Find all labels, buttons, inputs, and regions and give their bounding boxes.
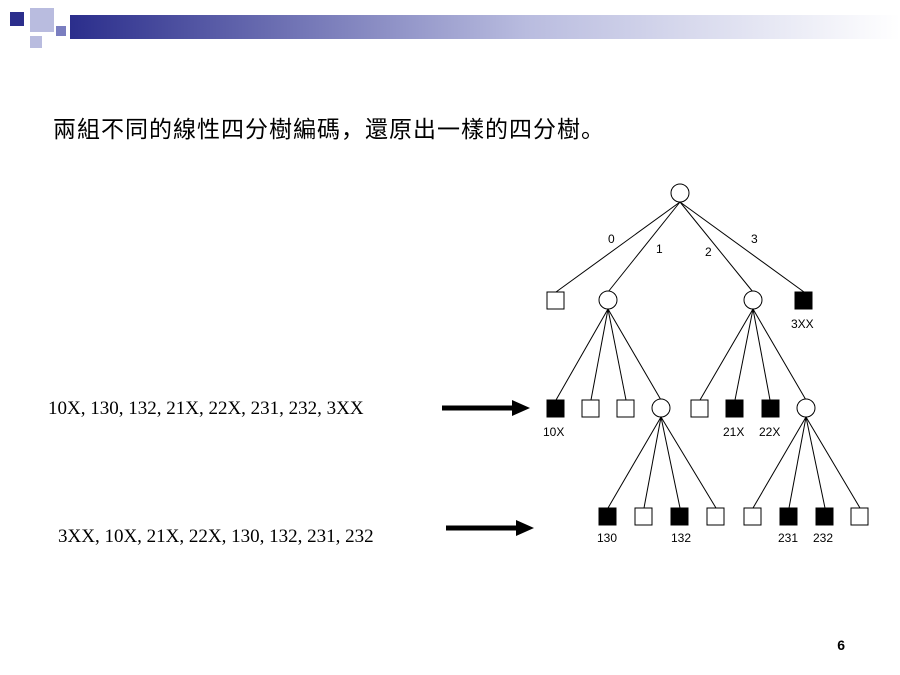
page-number: 6	[837, 637, 845, 653]
node-20-white	[690, 399, 709, 418]
header-gradient-bar	[70, 15, 900, 39]
edge-label-0: 0	[608, 232, 615, 246]
node-131-white	[634, 507, 653, 526]
edge-label-3: 3	[751, 232, 758, 246]
decor-square-light-small	[30, 36, 42, 48]
node-10-black	[546, 399, 565, 418]
node-3-black	[794, 291, 813, 310]
label-10x: 10X	[543, 425, 564, 439]
node-22-black	[761, 399, 780, 418]
node-13	[651, 398, 671, 418]
decor-square-light	[30, 8, 54, 32]
label-232: 232	[813, 531, 833, 545]
node-23	[796, 398, 816, 418]
node-130-black	[598, 507, 617, 526]
slide-heading: 兩組不同的線性四分樹編碼，還原出一樣的四分樹。	[53, 117, 605, 143]
node-21-black	[725, 399, 744, 418]
node-233-white	[850, 507, 869, 526]
node-12-white	[616, 399, 635, 418]
root-node	[670, 183, 690, 203]
sequence-1: 10X, 130, 132, 21X, 22X, 231, 232, 3XX	[48, 398, 364, 419]
label-22x: 22X	[759, 425, 780, 439]
node-2	[743, 290, 763, 310]
node-232-black	[815, 507, 834, 526]
label-130: 130	[597, 531, 617, 545]
arrow-2	[446, 520, 534, 536]
node-11-white	[581, 399, 600, 418]
node-1	[598, 290, 618, 310]
node-133-white	[706, 507, 725, 526]
node-230-white	[743, 507, 762, 526]
node-231-black	[779, 507, 798, 526]
label-21x: 21X	[723, 425, 744, 439]
node-0-white	[546, 291, 565, 310]
node-132-black	[670, 507, 689, 526]
decor-square-dark	[10, 12, 24, 26]
decor-square-mid	[56, 26, 66, 36]
arrow-1	[442, 400, 530, 416]
sequence-2: 3XX, 10X, 21X, 22X, 130, 132, 231, 232	[58, 526, 374, 547]
edge-label-1: 1	[656, 242, 663, 256]
label-3xx: 3XX	[791, 317, 814, 331]
label-132: 132	[671, 531, 691, 545]
label-231: 231	[778, 531, 798, 545]
edge-label-2: 2	[705, 245, 712, 259]
